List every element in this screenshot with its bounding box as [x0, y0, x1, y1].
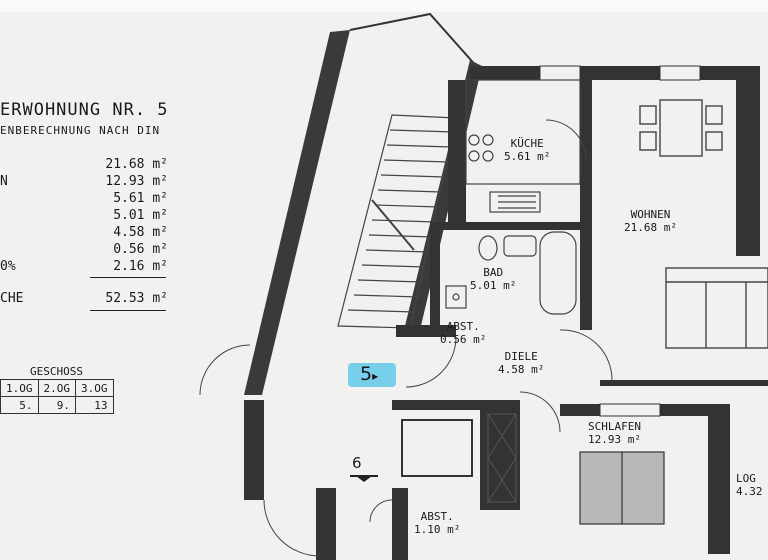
wardrobe: [487, 413, 517, 503]
door-swings: [199, 119, 613, 557]
arrow-marker-icon: ▸: [372, 369, 379, 383]
elevator-box: [401, 419, 473, 477]
area-row: 21.68 m²: [105, 157, 168, 172]
stair-wall-left: [244, 30, 350, 395]
area-row: 4.58 m²: [113, 225, 168, 240]
area-row: 5.01 m²: [113, 208, 168, 223]
area-total-row: CHE 52.53 m²: [0, 291, 168, 306]
floor-value: 5.: [0, 396, 39, 414]
room-label-abst-2: ABST.1.10 m²: [414, 510, 461, 536]
area-row: 5.61 m²: [113, 191, 168, 206]
unit-highlight: [348, 363, 396, 387]
floor-col-header: 3.OG: [75, 379, 114, 397]
floor-col-header: 1.OG: [0, 379, 39, 397]
stair-number: 6: [352, 454, 362, 472]
total-rule: [90, 310, 166, 311]
staircase: [337, 114, 457, 329]
floor-table: GESCHOSS 1.OG 2.OG 3.OG 5. 9. 13: [0, 363, 114, 414]
living-furniture: [639, 99, 768, 349]
floor-table-heading: GESCHOSS: [30, 364, 83, 378]
kitchen-fixtures: [465, 79, 581, 213]
area-row: 0.56 m²: [113, 242, 168, 257]
floor-value: 13: [75, 396, 114, 414]
bathroom-fixtures: [445, 231, 577, 315]
unit-marker: 5▸: [360, 363, 379, 385]
double-bed: [579, 451, 665, 525]
area-row: 0% 2.16 m²: [0, 259, 168, 274]
floor-value: 9.: [37, 396, 76, 414]
page-title: ERWOHNUNG NR. 5: [0, 100, 169, 120]
area-row: N 12.93 m²: [0, 174, 168, 189]
subtotal-rule: [90, 277, 166, 278]
floor-col-header: 2.OG: [37, 379, 76, 397]
page-subtitle: ENBERECHNUNG NACH DIN: [0, 124, 161, 137]
room-label-abst-1: ABST.0.56 m²: [440, 320, 487, 346]
